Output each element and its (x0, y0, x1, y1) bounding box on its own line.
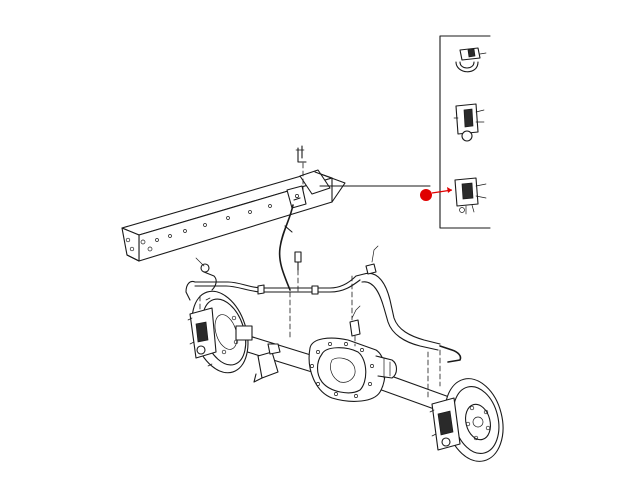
detail-inset (420, 35, 491, 229)
right-caliper (429, 397, 461, 451)
frame-bracket (286, 185, 307, 209)
axle-housing (227, 305, 453, 415)
rail-clip (295, 145, 307, 191)
right-brake-assembly (429, 378, 504, 462)
left-brake-assembly (187, 290, 253, 374)
reference-lines (199, 275, 429, 401)
inset-retaining-clip (455, 47, 487, 73)
inset-junction-block (453, 103, 485, 142)
left-caliper (187, 307, 217, 359)
diff-cover-bolts (310, 342, 374, 398)
frame-rail (121, 169, 346, 262)
inset-junction-block-with-lines (454, 177, 487, 215)
frame-rail-holes (125, 204, 272, 252)
callout-marker (420, 187, 453, 201)
brake-hose (278, 204, 302, 341)
brake-lines (185, 245, 462, 387)
